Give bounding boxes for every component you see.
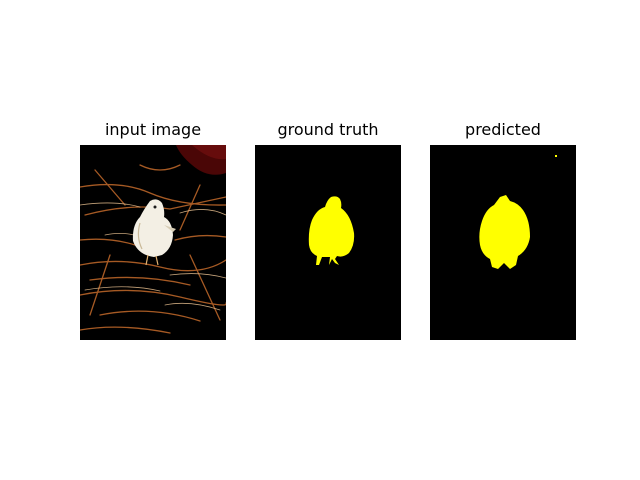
panel-title: ground truth: [277, 120, 379, 139]
input-photo: [80, 145, 226, 340]
predicted-mask: [430, 145, 576, 340]
ground-truth-mask: [255, 145, 401, 340]
panel-ground-truth: ground truth: [255, 117, 401, 340]
panel-title: input image: [104, 120, 202, 139]
panel-predicted: predicted: [430, 117, 576, 340]
panel-title: predicted: [465, 120, 541, 139]
panel-input-image: input image: [80, 117, 226, 340]
